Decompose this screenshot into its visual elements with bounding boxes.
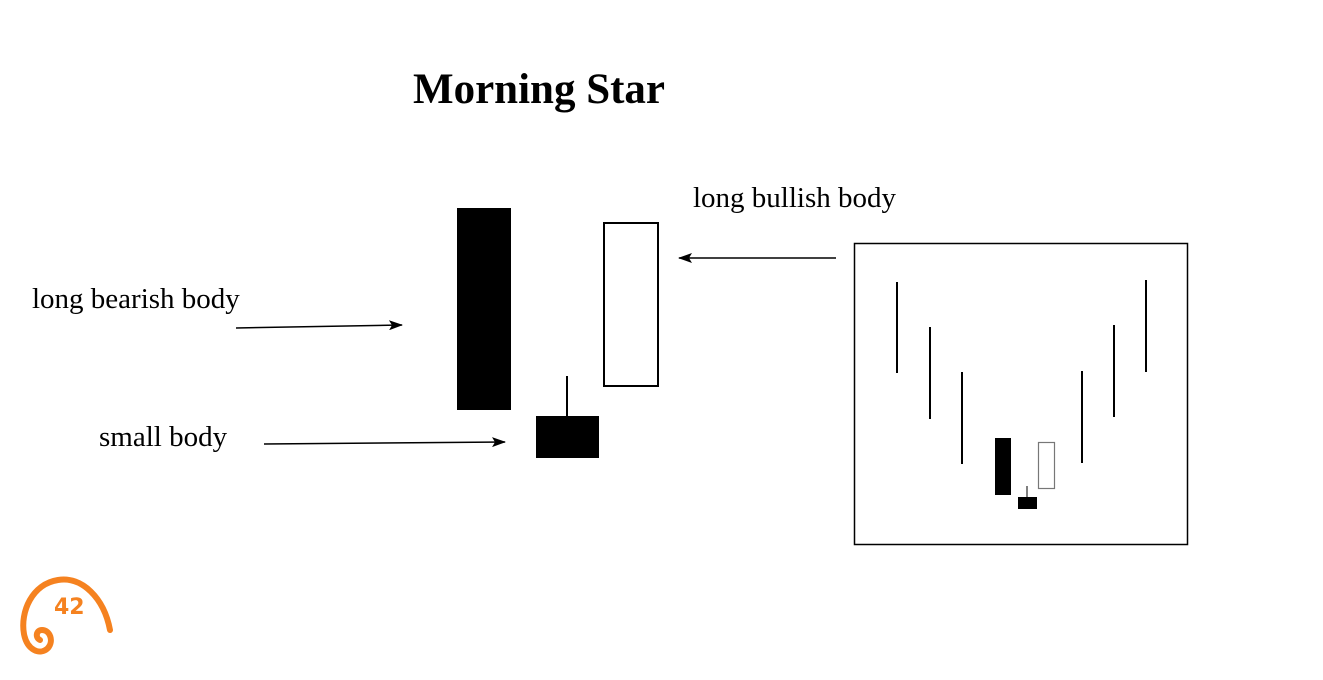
brand-logo-icon: 42 [20, 576, 113, 655]
label-small-body: small body [99, 421, 228, 453]
page-title: Morning Star [413, 66, 666, 113]
inset-frame [853, 242, 1189, 546]
long-bullish-candle [603, 222, 659, 387]
inset-bearish-candle [995, 438, 1011, 495]
small-body-candle [536, 416, 599, 458]
inset-small-candle [1018, 497, 1037, 509]
long-bearish-candle [457, 208, 511, 410]
arrow-to-small-body [263, 437, 506, 448]
inset-bullish-candle [1037, 441, 1056, 490]
label-long-bearish-body: long bearish body [32, 283, 240, 315]
arrow-to-bearish-candle [235, 320, 403, 331]
logo-text: 42 [54, 595, 85, 620]
inset-chart [853, 242, 1189, 546]
label-long-bullish-body: long bullish body [693, 182, 897, 214]
